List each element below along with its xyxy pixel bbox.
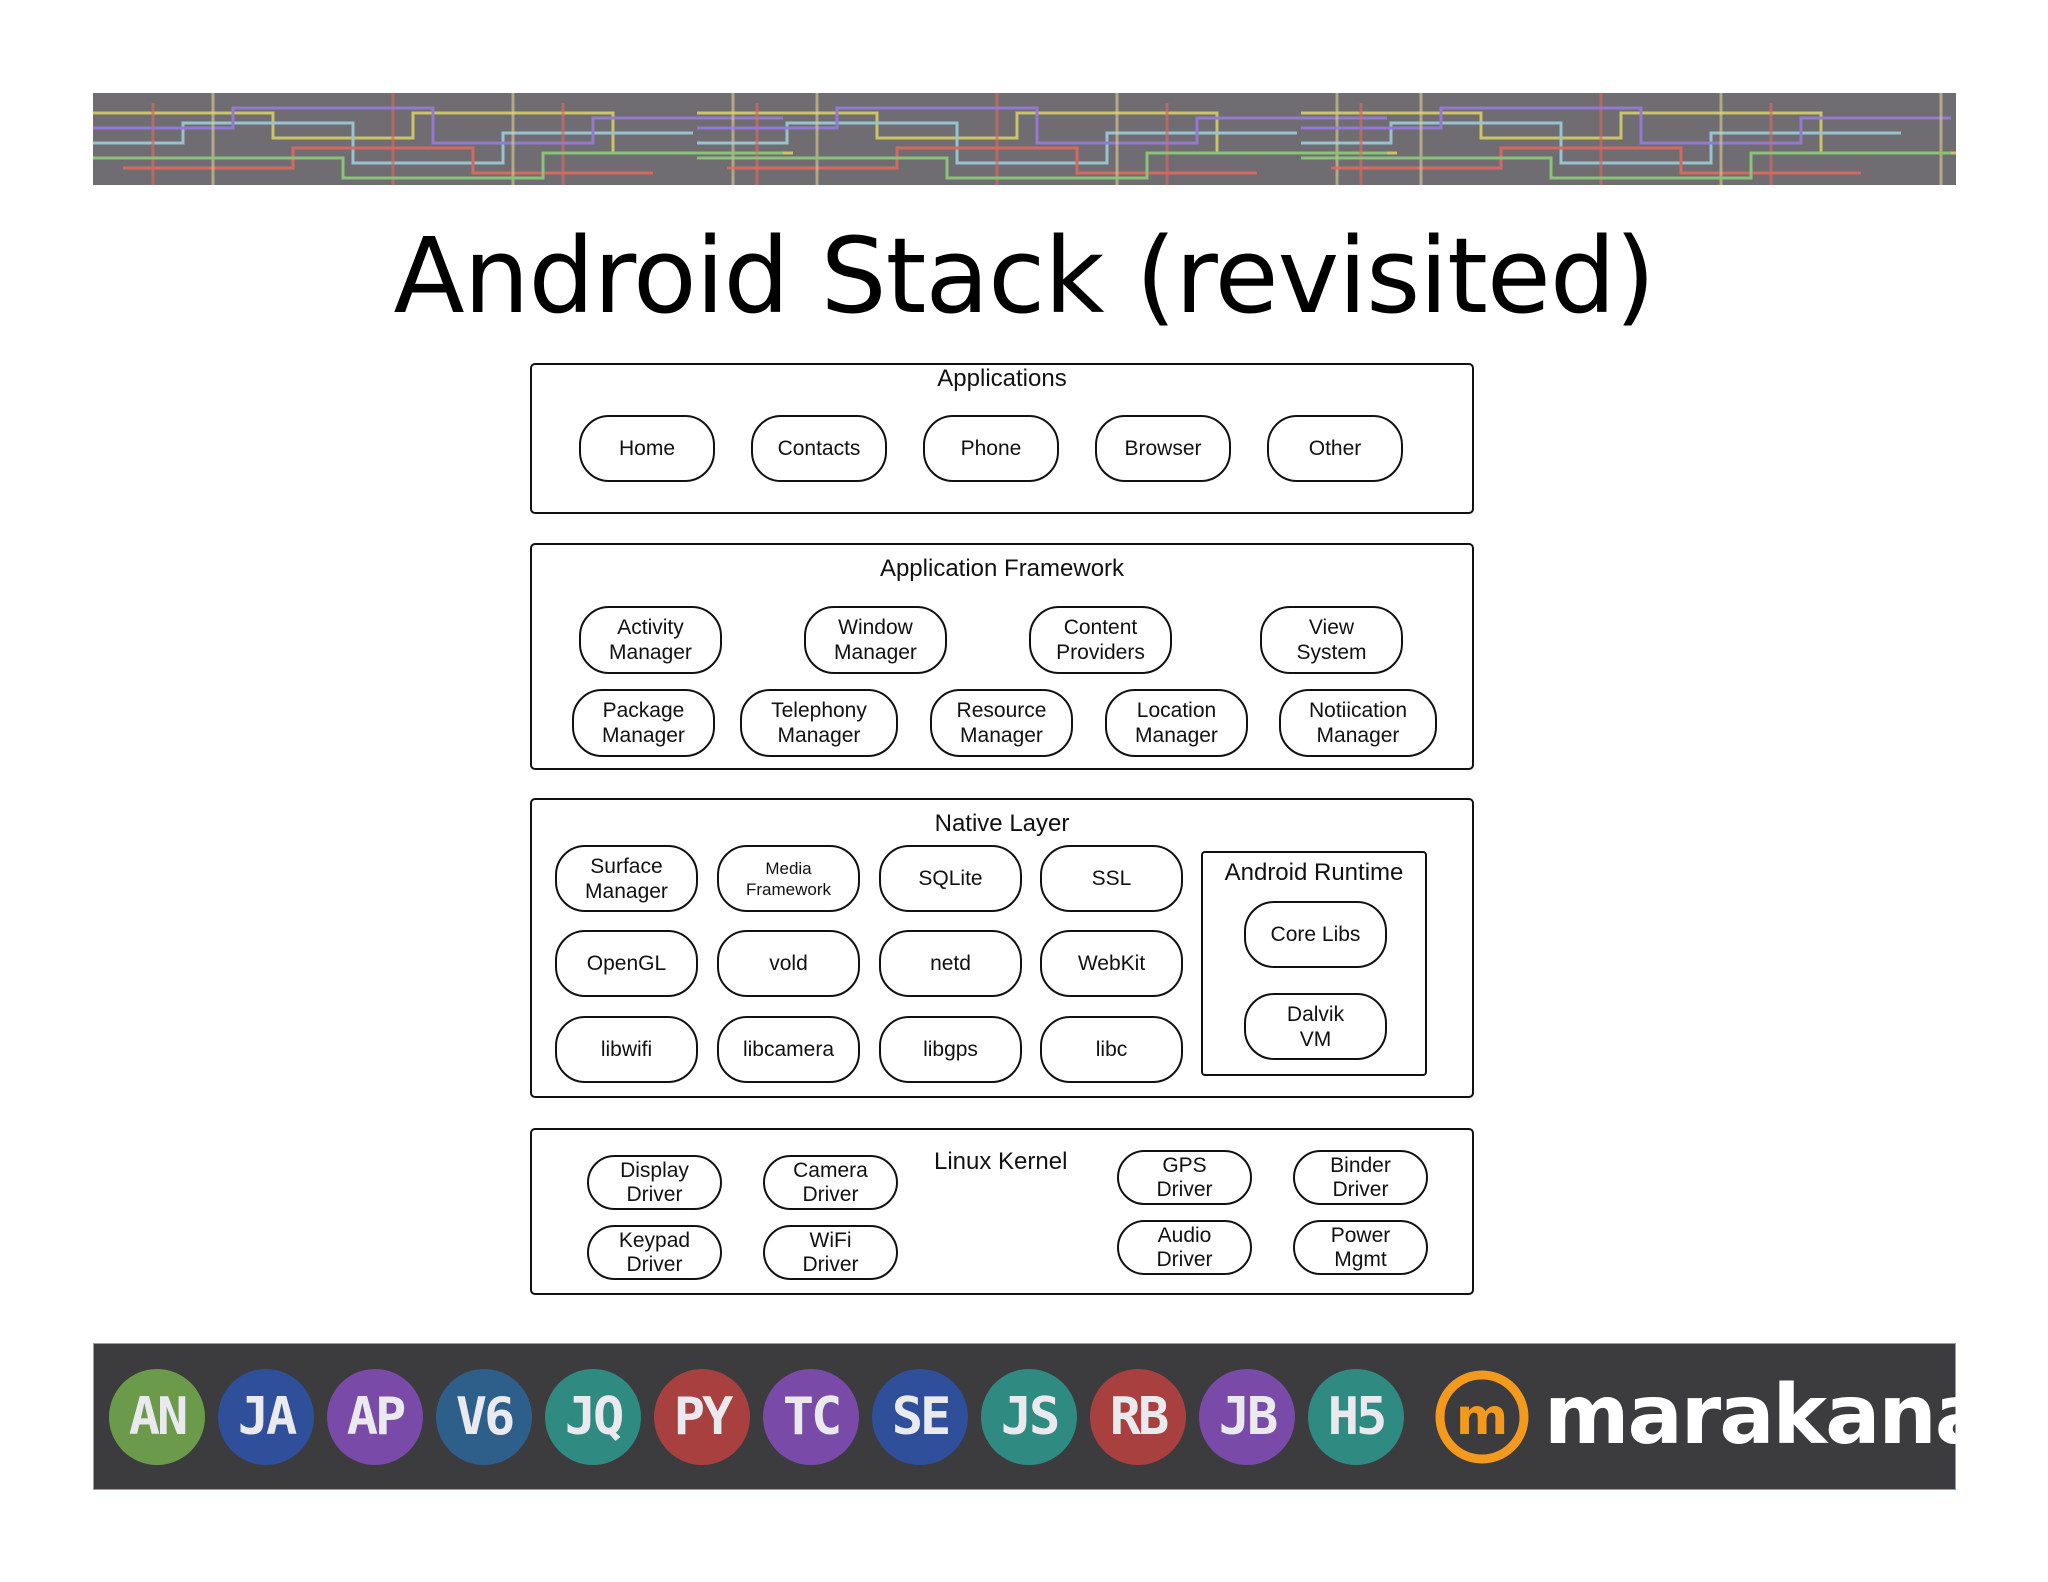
app-other: Other xyxy=(1267,415,1403,482)
dalvik-vm: Dalvik VM xyxy=(1244,993,1387,1060)
notification-manager: Notiication Manager xyxy=(1279,689,1437,757)
native-layer: Native Layer Surface Manager Media Frame… xyxy=(530,798,1474,1098)
android-runtime-title: Android Runtime xyxy=(1224,859,1404,886)
wifi-driver: WiFi Driver xyxy=(763,1225,898,1280)
course-badge-ap: AP xyxy=(327,1369,423,1465)
course-badge-se: SE xyxy=(872,1369,968,1465)
keypad-driver: Keypad Driver xyxy=(587,1225,722,1280)
slide-title: Android Stack (revisited) xyxy=(393,215,1655,337)
course-badge-h5: H5 xyxy=(1308,1369,1404,1465)
circuit-banner-image xyxy=(93,93,1956,185)
applications-layer-title: Applications xyxy=(937,365,1067,392)
binder-driver: Binder Driver xyxy=(1293,1150,1428,1205)
libwifi: libwifi xyxy=(555,1016,698,1083)
core-libs: Core Libs xyxy=(1244,901,1387,968)
applications-layer: Applications Home Contacts Phone Browser… xyxy=(530,363,1474,514)
course-badge-js: JS xyxy=(981,1369,1077,1465)
app-home: Home xyxy=(579,415,715,482)
vold: vold xyxy=(717,930,860,997)
course-badge-an: AN xyxy=(109,1369,205,1465)
linux-kernel-layer: Linux Kernel Display Driver Camera Drive… xyxy=(530,1128,1474,1295)
app-contacts: Contacts xyxy=(751,415,887,482)
course-badge-tc: TC xyxy=(763,1369,859,1465)
course-badge-jq: JQ xyxy=(545,1369,641,1465)
package-manager: Package Manager xyxy=(572,689,715,757)
course-badge-py: PY xyxy=(654,1369,750,1465)
linux-kernel-title: Linux Kernel xyxy=(934,1148,1068,1175)
sqlite: SQLite xyxy=(879,845,1022,912)
course-badge-jb: JB xyxy=(1199,1369,1295,1465)
marakana-logo-text: marakana xyxy=(1544,1368,1990,1463)
surface-manager: Surface Manager xyxy=(555,845,698,912)
media-framework: Media Framework xyxy=(717,845,860,912)
logo-letter: m xyxy=(1456,1388,1508,1446)
course-badge-v6: V6 xyxy=(436,1369,532,1465)
app-browser: Browser xyxy=(1095,415,1231,482)
opengl: OpenGL xyxy=(555,930,698,997)
native-layer-title: Native Layer xyxy=(934,810,1070,837)
location-manager: Location Manager xyxy=(1105,689,1248,757)
display-driver: Display Driver xyxy=(587,1155,722,1210)
ssl: SSL xyxy=(1040,845,1183,912)
libc: libc xyxy=(1040,1016,1183,1083)
audio-driver: Audio Driver xyxy=(1117,1220,1252,1275)
course-badge-rb: RB xyxy=(1090,1369,1186,1465)
activity-manager: Activity Manager xyxy=(579,606,722,674)
view-system: View System xyxy=(1260,606,1403,674)
webkit: WebKit xyxy=(1040,930,1183,997)
window-manager: Window Manager xyxy=(804,606,947,674)
telephony-manager: Telephony Manager xyxy=(740,689,898,757)
course-badge-ja: JA xyxy=(218,1369,314,1465)
resource-manager: Resource Manager xyxy=(930,689,1073,757)
app-phone: Phone xyxy=(923,415,1059,482)
power-mgmt: Power Mgmt xyxy=(1293,1220,1428,1275)
camera-driver: Camera Driver xyxy=(763,1155,898,1210)
gps-driver: GPS Driver xyxy=(1117,1150,1252,1205)
libcamera: libcamera xyxy=(717,1016,860,1083)
application-framework-title: Application Framework xyxy=(879,555,1125,582)
libgps: libgps xyxy=(879,1016,1022,1083)
content-providers: Content Providers xyxy=(1029,606,1172,674)
netd: netd xyxy=(879,930,1022,997)
application-framework-layer: Application Framework Activity Manager W… xyxy=(530,543,1474,770)
android-runtime-box: Android Runtime Core Libs Dalvik VM xyxy=(1201,851,1427,1076)
marakana-logo-icon: m xyxy=(1435,1370,1529,1464)
